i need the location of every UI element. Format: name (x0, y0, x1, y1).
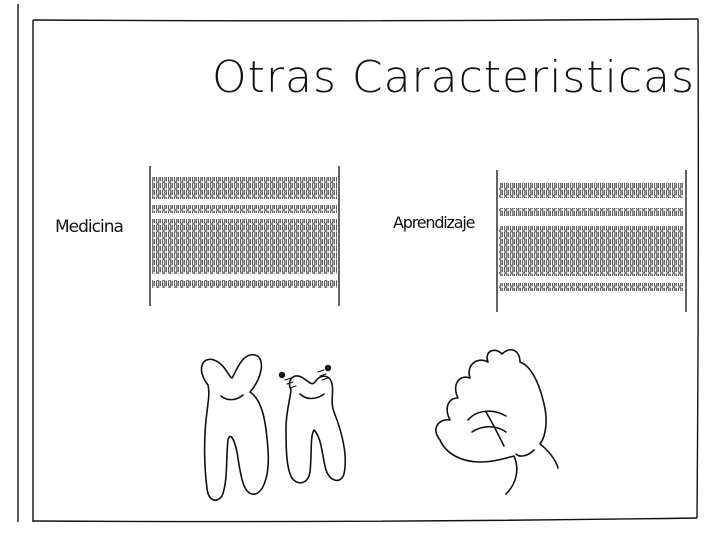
sequence-band (152, 205, 337, 213)
sequence-band (499, 226, 684, 276)
slide-frame (17, 4, 700, 523)
sequence-band (152, 177, 337, 199)
sequence-band (152, 280, 337, 288)
sequence-band (499, 183, 684, 198)
sequence-band (152, 219, 337, 274)
brain-icon (435, 349, 559, 495)
sequence-band (499, 283, 684, 291)
aprendizaje-label: Aprendizaje (393, 213, 475, 232)
sequence-band (499, 208, 684, 216)
aprendizaje-sequence-block (496, 170, 687, 312)
slide-title: Otras Caracteristicas (212, 52, 695, 103)
medicina-sequence-block (149, 166, 340, 306)
chromosomes-icon (200, 354, 347, 501)
medicina-label: Medicina (55, 217, 123, 237)
